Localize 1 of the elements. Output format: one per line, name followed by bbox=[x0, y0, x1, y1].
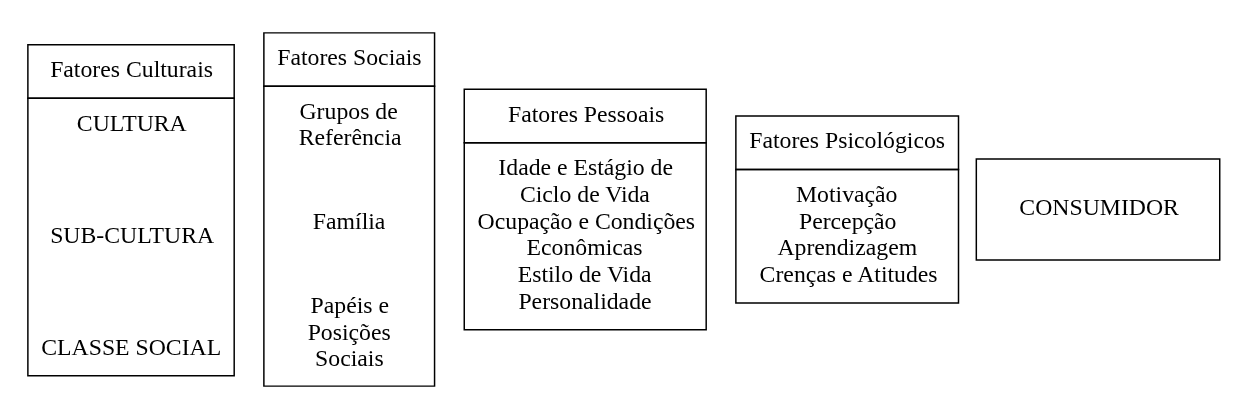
node-box: CONSUMIDOR bbox=[975, 157, 1221, 261]
